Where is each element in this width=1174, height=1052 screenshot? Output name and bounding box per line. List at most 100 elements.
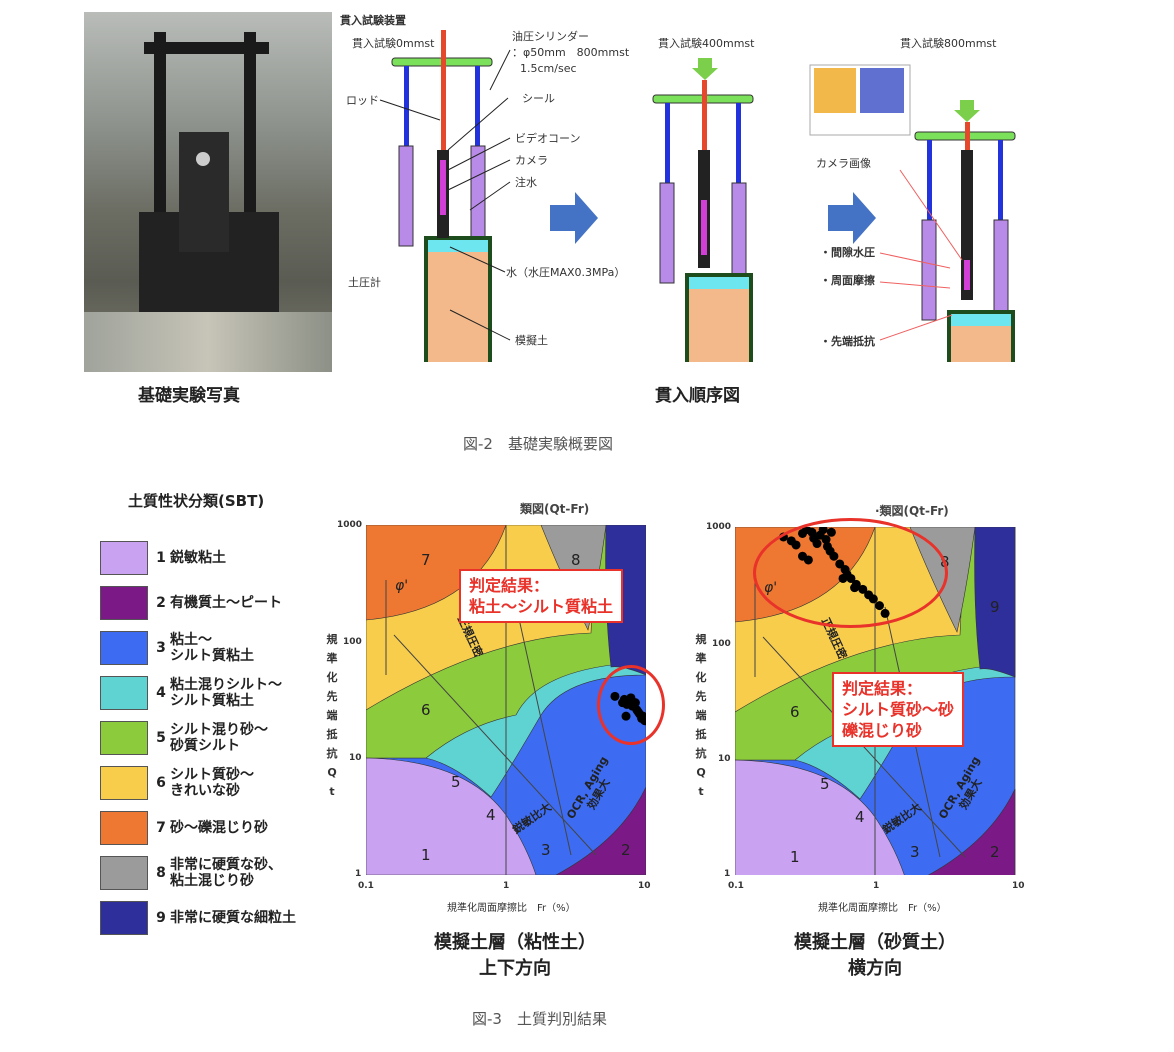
- sequence-caption: 貫入順序図: [655, 386, 740, 406]
- legend-label: 非常に硬質な細粒土: [170, 909, 296, 926]
- sbt-zone-9: [974, 527, 1016, 678]
- zone-label: 4: [855, 808, 865, 826]
- chart2-xtick: 0.1: [728, 881, 744, 891]
- trend-line: [515, 604, 572, 856]
- tip-resistance-label: ・先端抵抗: [820, 334, 875, 348]
- chart1-result-callout: 判定結果： 粘土～シルト質粘土: [459, 569, 624, 623]
- zone-label: 5: [820, 775, 830, 793]
- chart2-caption: 模擬土層（砂質土） 横方向: [794, 932, 956, 979]
- water-label: 水（水圧MAX0.3MPa）: [506, 266, 625, 279]
- stage2-label: 貫入試験400mmst: [658, 36, 755, 50]
- legend-label: シルト混り砂～ 砂質シルト: [170, 721, 268, 754]
- chart1-xtick: 1: [503, 881, 510, 891]
- chart1-ytick: 1000: [337, 520, 363, 530]
- earth-pressure-gauge-label: 土圧計: [348, 275, 381, 289]
- chart1-xlabel: 規準化周面摩擦比 Fr（%）: [447, 903, 576, 914]
- water-injection-label: 注水: [515, 175, 537, 189]
- legend-number: 1: [156, 549, 166, 566]
- legend-title: 土質性状分類(SBT): [128, 492, 265, 510]
- legend-swatch: [100, 540, 148, 575]
- chart2-result-callout: 判定結果： シルト質砂～砂 礫混じり砂: [832, 672, 965, 747]
- legend-number: 6: [156, 774, 166, 791]
- legend-label: 鋭敏粘土: [170, 549, 226, 566]
- rod-label: ロッド: [346, 94, 379, 107]
- trend-line: [762, 636, 966, 858]
- video-cone-label: ビデオコーン: [515, 131, 580, 145]
- legend-label: 粘土混りシルト～ シルト質粘土: [170, 676, 282, 709]
- zone-label: 3: [910, 843, 920, 861]
- chart1-ytick: 100: [343, 637, 362, 647]
- stage1-label: 貫入試験0mmst: [352, 36, 435, 50]
- chart2-ytick: 1: [724, 869, 731, 879]
- zone-label: 6: [421, 701, 431, 719]
- chart2-xlabel: 規準化周面摩擦比 Fr（%）: [818, 903, 947, 914]
- model-soil-label: 模擬土: [515, 333, 548, 347]
- chart2-title: ·類図(Qt-Fr): [875, 504, 949, 518]
- legend-number: 8: [156, 864, 166, 881]
- apparatus-title: 貫入試験装置: [340, 13, 406, 27]
- zone-label: 2: [990, 843, 1000, 861]
- zone-label: 9: [990, 598, 1000, 616]
- trend-line: [393, 634, 597, 856]
- legend-swatch: [100, 765, 148, 800]
- chart2-ytick: 100: [712, 639, 731, 649]
- chart2-highlight-ellipse: [753, 518, 948, 628]
- legend-number: 3: [156, 639, 166, 656]
- chart1-caption: 模擬土層（粘性土） 上下方向: [434, 932, 596, 979]
- zone-label: 4: [486, 806, 496, 824]
- legend-number: 7: [156, 819, 166, 836]
- sbt-zone-2: [555, 786, 646, 875]
- chart2-ytick: 1000: [706, 522, 732, 532]
- skin-friction-label: ・周面摩擦: [820, 273, 875, 287]
- legend-swatch: [100, 675, 148, 710]
- legend-number: 2: [156, 594, 166, 611]
- chart2-xtick: 10: [1012, 881, 1025, 891]
- legend-swatch: [100, 900, 148, 935]
- zone-label: 6: [790, 703, 800, 721]
- legend-swatch: [100, 810, 148, 845]
- photo-caption: 基礎実験写真: [138, 386, 240, 406]
- legend-number: 4: [156, 684, 166, 701]
- svg-text:1.5cm/sec: 1.5cm/sec: [520, 62, 577, 75]
- chart1-xtick: 10: [638, 881, 651, 891]
- chart1-xtick: 0.1: [358, 881, 374, 891]
- legend-number: 5: [156, 729, 166, 746]
- chart1-ylabel: 規準化先端抵抗Qt: [326, 633, 338, 798]
- camera-image-label: カメラ画像: [816, 157, 871, 170]
- legend-label: 砂～礫混じり砂: [170, 819, 268, 836]
- chart1-ytick: 1: [355, 869, 362, 879]
- figure3-caption: 図-3 土質判別結果: [472, 1010, 607, 1028]
- zone-label: 7: [421, 551, 431, 569]
- pore-pressure-label: ・間隙水圧: [820, 245, 875, 259]
- zone-label: 1: [790, 848, 800, 866]
- zone-label: 3: [541, 841, 551, 859]
- svg-text:：φ50mm 800mmst: ：φ50mm 800mmst: [512, 46, 630, 59]
- chart1-title: 類図(Qt-Fr): [520, 502, 590, 516]
- legend-number: 9: [156, 909, 166, 926]
- sbt-zone-7: [366, 525, 507, 621]
- chart1-highlight-circle: [597, 665, 665, 745]
- legend-label: 粘土～ シルト質粘土: [170, 631, 254, 664]
- legend-swatch: [100, 630, 148, 665]
- legend-label: シルト質砂～ きれいな砂: [170, 766, 254, 799]
- svg-text:油圧シリンダー: 油圧シリンダー: [512, 29, 589, 43]
- sbt-zone-2: [927, 788, 1016, 875]
- penetration-sequence-diagram: 貫入試験装置 貫入試験0mmst 油圧シリンダー ：φ50mm 800mmst …: [340, 13, 1017, 362]
- zone-label: 2: [621, 841, 631, 859]
- seal-label: シール: [522, 92, 555, 105]
- chart2-ylabel: 規準化先端抵抗Qt: [695, 633, 707, 798]
- legend-label: 非常に硬質な砂、 粘土混じり砂: [170, 856, 282, 889]
- camera-label: カメラ: [515, 154, 548, 167]
- stage3-label: 貫入試験800mmst: [900, 36, 997, 50]
- experiment-photo: [84, 12, 332, 372]
- zone-label: 1: [421, 846, 431, 864]
- figure2-caption: 図-2 基礎実験概要図: [463, 435, 613, 453]
- legend-label: 有機質土～ピート: [170, 594, 282, 611]
